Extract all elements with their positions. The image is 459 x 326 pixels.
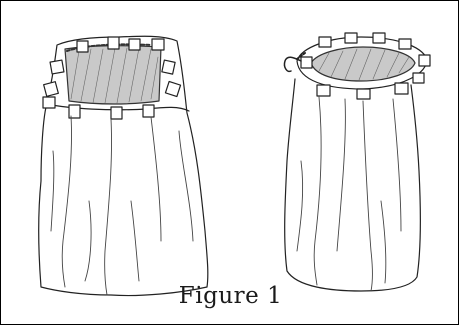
closed-bag-mouth xyxy=(311,47,415,81)
closed-bag-drawing xyxy=(284,33,430,291)
figure-caption: Figure 1 xyxy=(1,283,459,309)
open-bag-mouth xyxy=(65,46,161,104)
open-bag-drawing xyxy=(39,36,208,295)
